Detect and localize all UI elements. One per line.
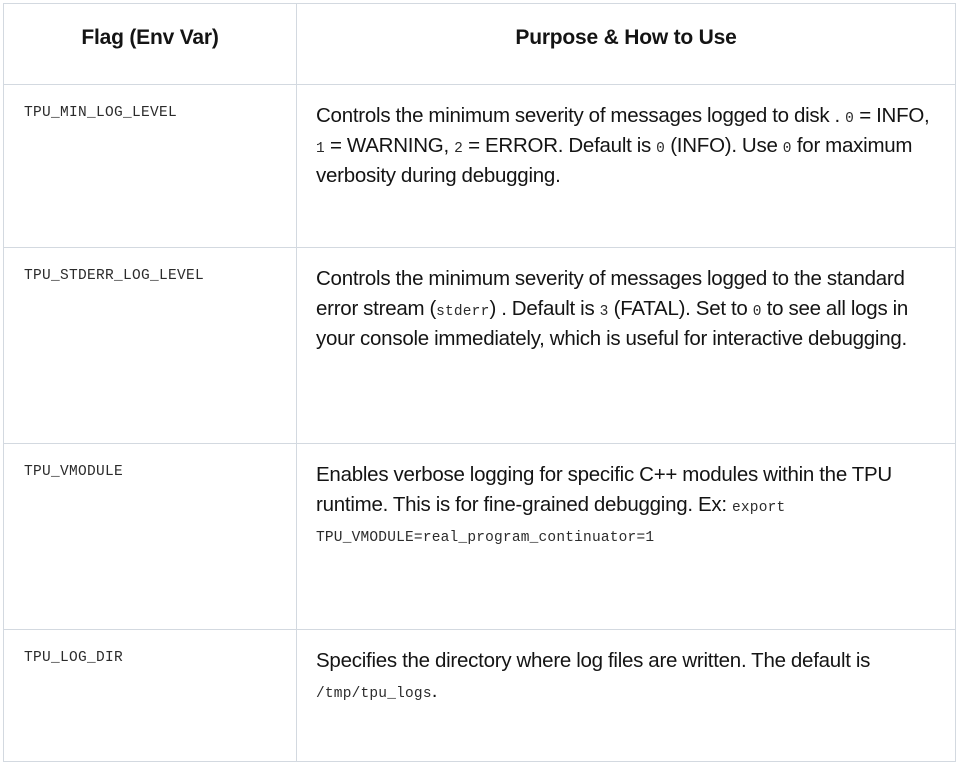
purpose-description: Controls the minimum severity of message… xyxy=(316,267,909,350)
purpose-description: Specifies the directory where log files … xyxy=(316,649,871,702)
table-body: TPU_MIN_LOG_LEVEL Controls the minimum s… xyxy=(3,84,956,762)
flag-name-code: TPU_VMODULE xyxy=(24,464,124,480)
inline-code: export TPU_VMODULE=real_program_continua… xyxy=(316,500,786,546)
column-header-purpose-label: Purpose & How to Use xyxy=(515,26,737,49)
flag-name-code: TPU_LOG_DIR xyxy=(24,650,124,666)
column-header-purpose: Purpose & How to Use xyxy=(296,3,956,85)
tpu-flags-table: Flag (Env Var) Purpose & How to Use TPU_… xyxy=(3,3,956,762)
inline-code: 0 xyxy=(656,141,666,157)
inline-code: 0 xyxy=(752,304,762,320)
purpose-cell: Controls the minimum severity of message… xyxy=(296,84,956,248)
table-row: TPU_MIN_LOG_LEVEL Controls the minimum s… xyxy=(3,84,956,248)
purpose-description: Controls the minimum severity of message… xyxy=(316,104,930,187)
purpose-cell: Controls the minimum severity of message… xyxy=(296,247,956,444)
flag-name-code: TPU_STDERR_LOG_LEVEL xyxy=(24,268,205,284)
table-header: Flag (Env Var) Purpose & How to Use xyxy=(3,3,956,85)
column-header-flag: Flag (Env Var) xyxy=(3,3,297,85)
purpose-description: Enables verbose logging for specific C++… xyxy=(316,463,892,546)
header-row: Flag (Env Var) Purpose & How to Use xyxy=(3,3,956,85)
flag-cell: TPU_VMODULE xyxy=(3,443,297,630)
inline-code: 0 xyxy=(845,111,855,127)
inline-code: 3 xyxy=(599,304,609,320)
inline-code: stderr xyxy=(436,304,490,320)
inline-code: 0 xyxy=(782,141,792,157)
flag-cell: TPU_MIN_LOG_LEVEL xyxy=(3,84,297,248)
flag-cell: TPU_LOG_DIR xyxy=(3,629,297,762)
inline-code: /tmp/tpu_logs xyxy=(316,686,432,702)
flag-cell: TPU_STDERR_LOG_LEVEL xyxy=(3,247,297,444)
table-row: TPU_VMODULE Enables verbose logging for … xyxy=(3,443,956,630)
purpose-cell: Enables verbose logging for specific C++… xyxy=(296,443,956,630)
column-header-flag-label: Flag (Env Var) xyxy=(81,26,219,49)
table-row: TPU_LOG_DIR Specifies the directory wher… xyxy=(3,629,956,762)
flag-name-code: TPU_MIN_LOG_LEVEL xyxy=(24,105,178,121)
inline-code: 2 xyxy=(454,141,463,157)
purpose-cell: Specifies the directory where log files … xyxy=(296,629,956,762)
table-row: TPU_STDERR_LOG_LEVEL Controls the minimu… xyxy=(3,247,956,444)
flags-table-container: Flag (Env Var) Purpose & How to Use TPU_… xyxy=(3,3,956,762)
inline-code: 1 xyxy=(316,141,325,157)
